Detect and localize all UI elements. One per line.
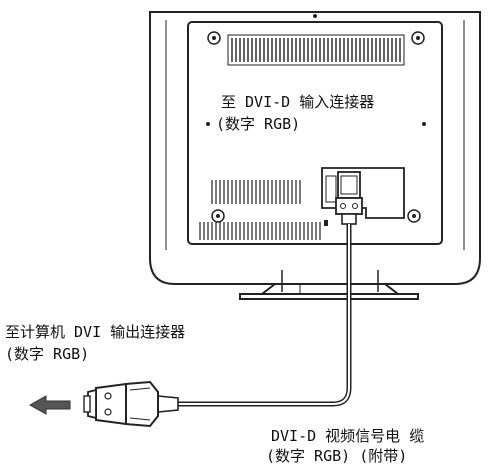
mount-dot-right xyxy=(422,122,426,126)
top-hole xyxy=(313,14,317,18)
dvi-plug-monitor-side xyxy=(335,171,363,225)
top-vent-grille xyxy=(227,34,405,66)
dvi-plug-computer-side xyxy=(83,380,179,428)
computer-output-label-line2: (数字 RGB) xyxy=(5,345,90,363)
monitor-input-label-line1: 至 DVI-D 输入连接器 xyxy=(221,93,375,111)
screw-bottom-left xyxy=(211,209,225,223)
port-frame xyxy=(325,175,337,203)
screw-top-left xyxy=(207,31,221,45)
bottom-vent-grille-left xyxy=(211,180,301,204)
computer-output-label-line1: 至计算机 DVI 输出连接器 xyxy=(5,323,186,341)
monitor-stand xyxy=(239,270,419,300)
small-latch xyxy=(324,220,328,226)
cable-label-line1: DVI-D 视频信号电 缆 xyxy=(271,427,425,445)
screw-top-right xyxy=(411,31,425,45)
arrow-left-icon xyxy=(28,395,71,415)
screw-bottom-right xyxy=(407,209,421,223)
bottom-vent-grille-bottom xyxy=(199,222,321,240)
mount-dot-left xyxy=(206,122,210,126)
cable-label-line2: (数字 RGB) (附带) xyxy=(266,447,408,465)
monitor-input-label-line2: (数字 RGB) xyxy=(216,115,301,133)
